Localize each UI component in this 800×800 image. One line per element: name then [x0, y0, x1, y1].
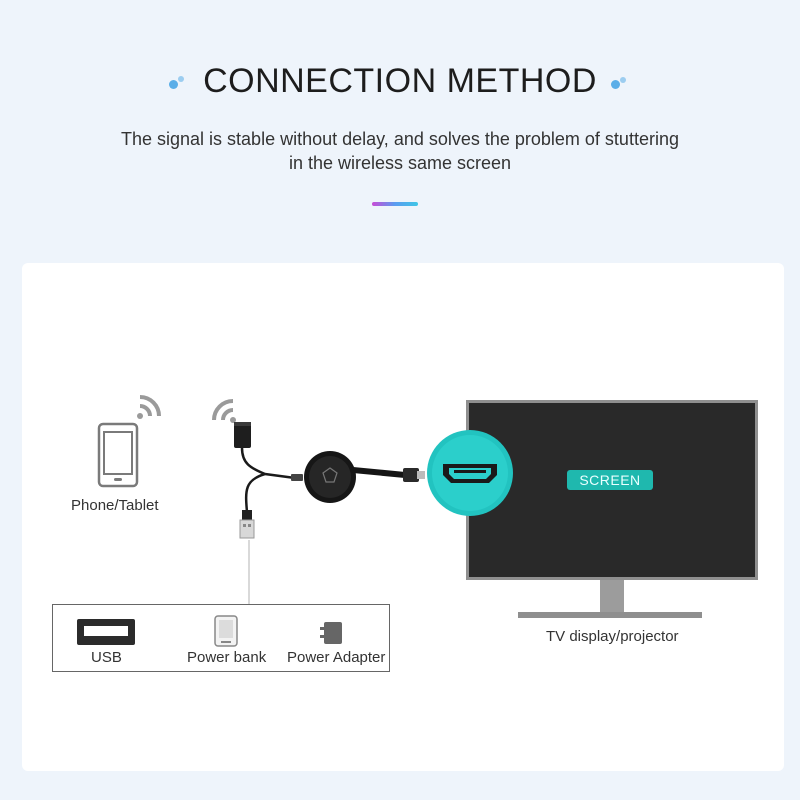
tv-label: TV display/projector — [546, 628, 679, 645]
page-title: CONNECTION METHOD — [0, 62, 800, 101]
decorative-dots-left — [169, 76, 189, 90]
usb-label: USB — [91, 649, 122, 666]
hdmi-port-icon — [427, 430, 513, 516]
power-bank-label: Power bank — [187, 649, 267, 666]
power-adapter-icon — [320, 622, 342, 644]
wifi-icon — [137, 395, 161, 419]
power-adapter-label: Power Adapter — [287, 649, 386, 666]
subtitle-line-2: in the wireless same screen — [288, 153, 512, 173]
wifi-icon-dongle — [212, 399, 236, 423]
power-connector-line — [248, 540, 250, 606]
screen-label: SCREEN — [567, 470, 653, 490]
decorative-dots-right — [610, 76, 631, 90]
hdmi-dongle-device — [234, 422, 425, 539]
phone-label: Phone/Tablet — [71, 497, 159, 514]
phone-icon — [97, 422, 139, 488]
tv-display — [466, 400, 758, 618]
accent-divider — [372, 202, 418, 206]
usb-port-icon — [77, 619, 135, 645]
power-bank-icon — [214, 615, 238, 647]
title-text: CONNECTION METHOD — [203, 62, 597, 100]
subtitle-line-1: The signal is stable without delay, and … — [121, 129, 679, 149]
